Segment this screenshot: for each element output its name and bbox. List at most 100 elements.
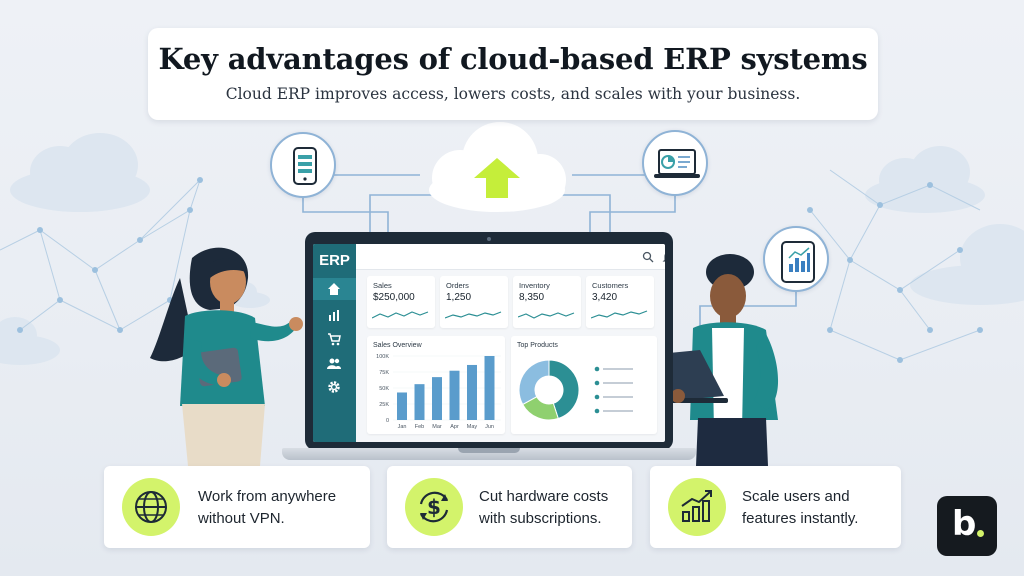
- y-tick-label: 50K: [379, 386, 389, 392]
- feature-card-scalability: Scale users and features instantly.: [650, 466, 901, 548]
- top-products-panel: Top Products: [511, 336, 657, 434]
- kpi-label: Inventory: [519, 281, 550, 290]
- kpi-card-orders[interactable]: Orders 1,250: [440, 276, 508, 328]
- kpi-value: 8,350: [519, 292, 545, 303]
- woman-illustration: [150, 247, 303, 466]
- panel-title: Sales Overview: [373, 342, 422, 349]
- title-card: Key advantages of cloud-based ERP system…: [148, 28, 878, 120]
- kpi-card-customers[interactable]: Customers 3,420: [586, 276, 654, 328]
- erp-sidebar: ERP: [313, 244, 356, 442]
- bar: [449, 370, 460, 420]
- device-tablet: [763, 226, 829, 292]
- sidebar-item-reports[interactable]: [313, 304, 356, 326]
- legend-row: [594, 408, 633, 414]
- svg-text:$: $: [427, 495, 441, 519]
- home-icon: [328, 283, 340, 295]
- users-icon: [327, 358, 341, 369]
- top-products-donut: [518, 359, 580, 421]
- brand-letter: b: [952, 504, 977, 544]
- x-tick-label: May: [467, 424, 478, 430]
- donut-slice: [548, 359, 580, 420]
- kpi-label: Sales: [373, 281, 392, 290]
- x-tick-label: Feb: [415, 424, 424, 430]
- laptop-base: [282, 448, 696, 460]
- cloud-upload: [429, 122, 566, 212]
- y-tick-label: 0: [386, 418, 389, 424]
- page-title: Key advantages of cloud-based ERP system…: [158, 42, 868, 76]
- kpi-card-inventory[interactable]: Inventory 8,350: [513, 276, 581, 328]
- globe-icon: [135, 491, 167, 523]
- cloud-decoration: [10, 133, 150, 212]
- donut-legend: [594, 366, 633, 414]
- x-tick-label: Apr: [450, 424, 459, 430]
- sparkline: [445, 311, 502, 319]
- bar: [432, 377, 442, 420]
- laptop-icon: [654, 149, 700, 178]
- y-tick-label: 75K: [379, 370, 389, 376]
- feature-card-remote-access: Work from anywhere without VPN.: [104, 466, 370, 548]
- cart-icon: [328, 333, 341, 346]
- smartphone-icon: [293, 147, 317, 185]
- feature-text-line: features instantly.: [742, 510, 859, 527]
- kpi-label: Customers: [592, 281, 629, 290]
- sidebar-item-home[interactable]: [313, 278, 356, 300]
- tablet-icon: [781, 241, 815, 283]
- feature-text-line: Cut hardware costs: [479, 488, 609, 505]
- x-tick-label: Mar: [432, 424, 442, 430]
- cloud-decoration: [865, 146, 985, 213]
- bar: [484, 356, 495, 420]
- brand-logo: b: [937, 496, 997, 556]
- erp-topbar: [356, 244, 665, 270]
- laptop-notch: [458, 448, 520, 453]
- x-tick-label: Jun: [485, 424, 494, 430]
- erp-logo: ERP: [319, 252, 350, 269]
- laptop-camera: [487, 237, 491, 241]
- sparkline: [591, 310, 648, 319]
- feature-text-line: Scale users and: [742, 488, 850, 505]
- feature-icon-circle: $: [405, 478, 463, 536]
- bar: [467, 364, 477, 420]
- search-icon[interactable]: [642, 251, 654, 263]
- brand-dot: [977, 530, 984, 537]
- kpi-label: Orders: [446, 281, 469, 290]
- legend-row: [594, 366, 633, 372]
- legend-row: [594, 394, 633, 400]
- feature-icon-circle: [122, 478, 180, 536]
- bar: [397, 392, 407, 420]
- gear-icon: [328, 381, 340, 393]
- dollar-cycle-icon: $: [419, 491, 449, 523]
- sidebar-item-settings[interactable]: [313, 376, 356, 398]
- page-subtitle: Cloud ERP improves access, lowers costs,…: [225, 85, 801, 103]
- sidebar-item-users[interactable]: [313, 352, 356, 374]
- donut-slice: [518, 359, 550, 406]
- erp-dashboard: ERP Sales $250,000 Orders 1,250 Inventor…: [313, 244, 665, 442]
- kpi-card-sales[interactable]: Sales $250,000: [367, 276, 435, 328]
- kpi-value: 3,420: [592, 292, 618, 303]
- sparkline: [518, 312, 575, 319]
- feature-card-cost-savings: $ Cut hardware costs with subscriptions.: [387, 466, 632, 548]
- panel-title: Top Products: [517, 342, 558, 349]
- y-tick-label: 25K: [379, 402, 389, 408]
- bar-chart-icon: [329, 310, 339, 321]
- kpi-value: $250,000: [373, 292, 415, 303]
- feature-text-line: Work from anywhere: [198, 488, 337, 505]
- x-tick-label: Jan: [398, 424, 407, 430]
- feature-icon-circle: [668, 478, 726, 536]
- device-phone: [270, 132, 336, 198]
- legend-row: [594, 380, 633, 386]
- kpi-value: 1,250: [446, 292, 472, 303]
- device-laptop: [642, 130, 708, 196]
- sparkline: [372, 311, 429, 319]
- y-tick-label: 100K: [376, 354, 389, 360]
- cloud-decoration: [910, 224, 1024, 305]
- bell-icon[interactable]: [662, 251, 665, 263]
- sidebar-item-orders[interactable]: [313, 328, 356, 350]
- cloud-decoration: [0, 317, 60, 365]
- feature-text-line: with subscriptions.: [479, 510, 602, 527]
- bar: [414, 384, 425, 420]
- growth-chart-icon: [681, 490, 712, 522]
- feature-text-line: without VPN.: [198, 510, 285, 527]
